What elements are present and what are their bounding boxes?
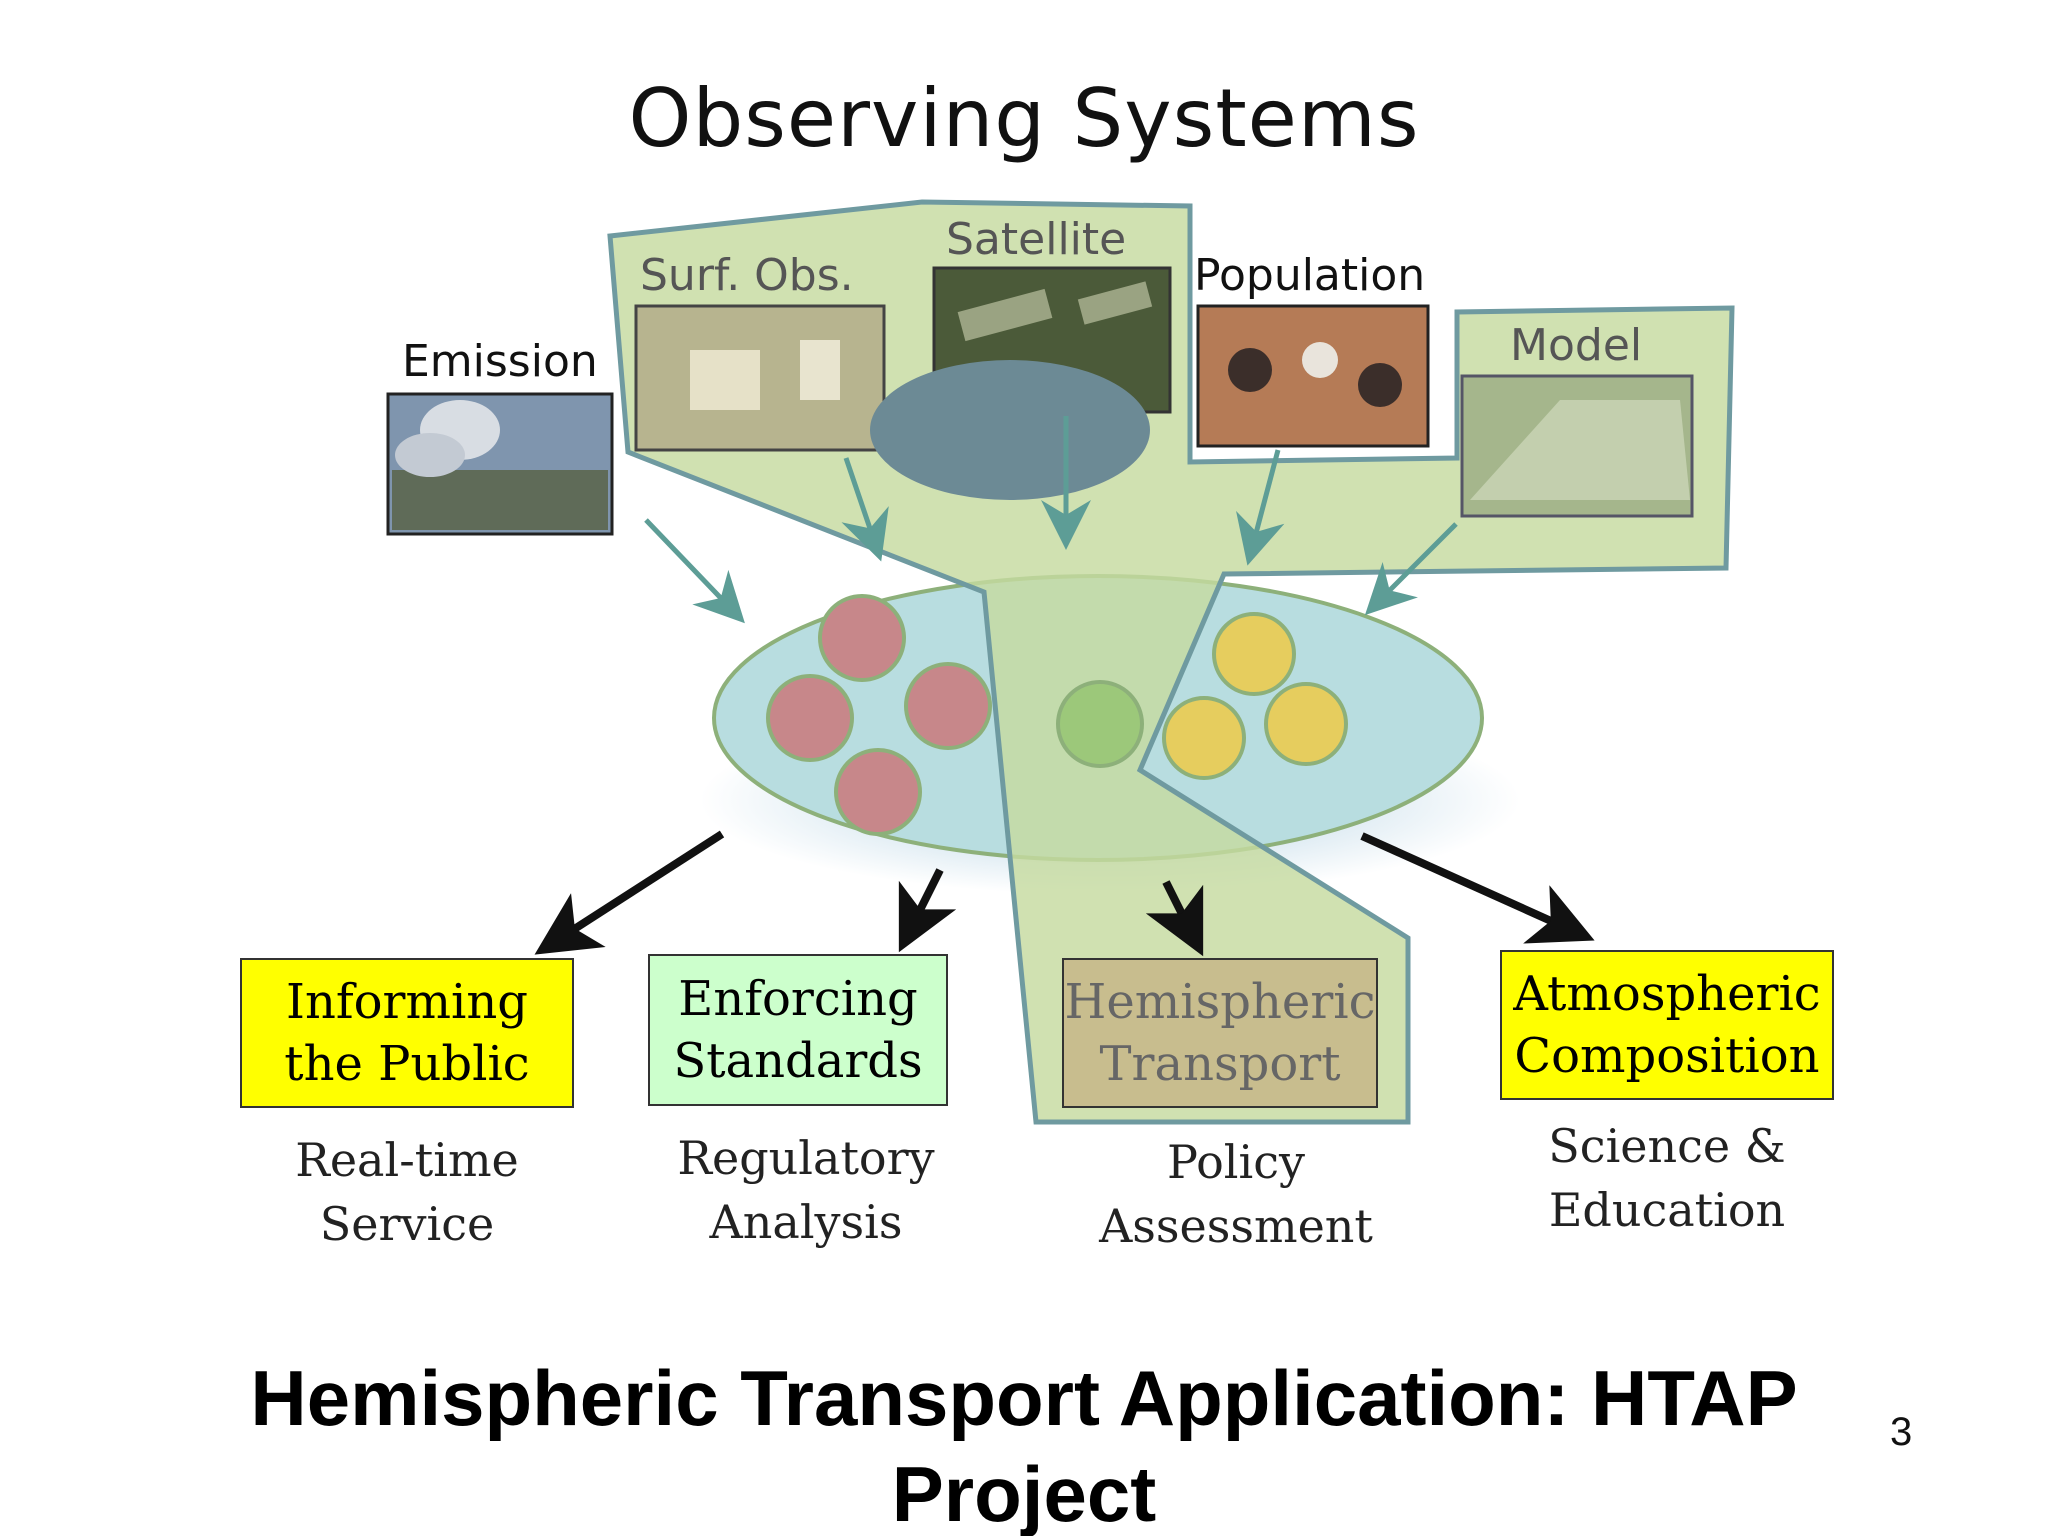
footer-line2: Project	[891, 1450, 1157, 1536]
output-sub-line2: Analysis	[709, 1195, 903, 1249]
output-sub-line2: Education	[1548, 1183, 1786, 1237]
output-box-informing: Informing the Public	[240, 958, 574, 1108]
data-circle-red	[766, 674, 854, 762]
footer-line1: Hemispheric Transport Application: HTAP	[250, 1354, 1798, 1442]
output-line2: Standards	[673, 1033, 923, 1089]
label-surf-obs: Surf. Obs.	[640, 250, 854, 301]
arrow-to-informing	[534, 830, 725, 955]
data-circle-yellow	[1264, 682, 1348, 766]
output-sub-enforcing: Regulatory Analysis	[648, 1126, 964, 1254]
output-line2: Transport	[1099, 1036, 1341, 1092]
data-circle-green	[1056, 680, 1144, 768]
output-line1: Informing	[286, 974, 528, 1030]
arrow-emission	[644, 518, 745, 624]
output-sub-line1: Policy	[1167, 1135, 1305, 1189]
output-line1: Atmospheric	[1513, 966, 1821, 1022]
output-sub-line1: Regulatory	[677, 1131, 935, 1185]
data-circle-red	[818, 594, 906, 682]
label-satellite: Satellite	[946, 214, 1127, 265]
data-circle-red	[834, 748, 922, 836]
slide-title: Observing Systems	[628, 72, 1420, 165]
output-sub-line2: Service	[319, 1197, 495, 1251]
output-box-atmospheric: Atmospheric Composition	[1500, 950, 1834, 1100]
output-sub-line2: Assessment	[1099, 1199, 1373, 1253]
output-sub-atmospheric: Science & Education	[1500, 1114, 1834, 1242]
arrow-to-enforcing	[898, 868, 957, 953]
output-line2: the Public	[284, 1036, 530, 1092]
output-box-hemispheric: Hemispheric Transport	[1062, 958, 1378, 1108]
output-box-enforcing: Enforcing Standards	[648, 954, 948, 1106]
arrow-to-atmospheric	[1360, 832, 1595, 944]
output-sub-line1: Science &	[1548, 1119, 1786, 1173]
footer-title: Hemispheric Transport Application: HTAP …	[0, 1350, 2048, 1536]
arrow-population	[1236, 449, 1285, 566]
data-circle-yellow	[1162, 696, 1246, 780]
data-circle-red	[904, 662, 992, 750]
output-sub-informing: Real-time Service	[240, 1128, 574, 1256]
output-sub-line1: Real-time	[295, 1133, 519, 1187]
arrow-surf-obs	[841, 457, 889, 562]
arrow-model	[1364, 522, 1458, 616]
data-circle-yellow	[1212, 612, 1296, 696]
label-model: Model	[1510, 320, 1643, 371]
page-number: 3	[1890, 1410, 1913, 1454]
arrow-to-hemispheric	[1145, 880, 1204, 957]
output-sub-hemispheric: Policy Assessment	[1076, 1130, 1396, 1258]
output-line1: Enforcing	[678, 971, 918, 1027]
output-line1: Hemispheric	[1064, 974, 1376, 1030]
output-line2: Composition	[1514, 1028, 1820, 1084]
label-population: Population	[1194, 250, 1426, 301]
label-emission: Emission	[402, 336, 598, 387]
